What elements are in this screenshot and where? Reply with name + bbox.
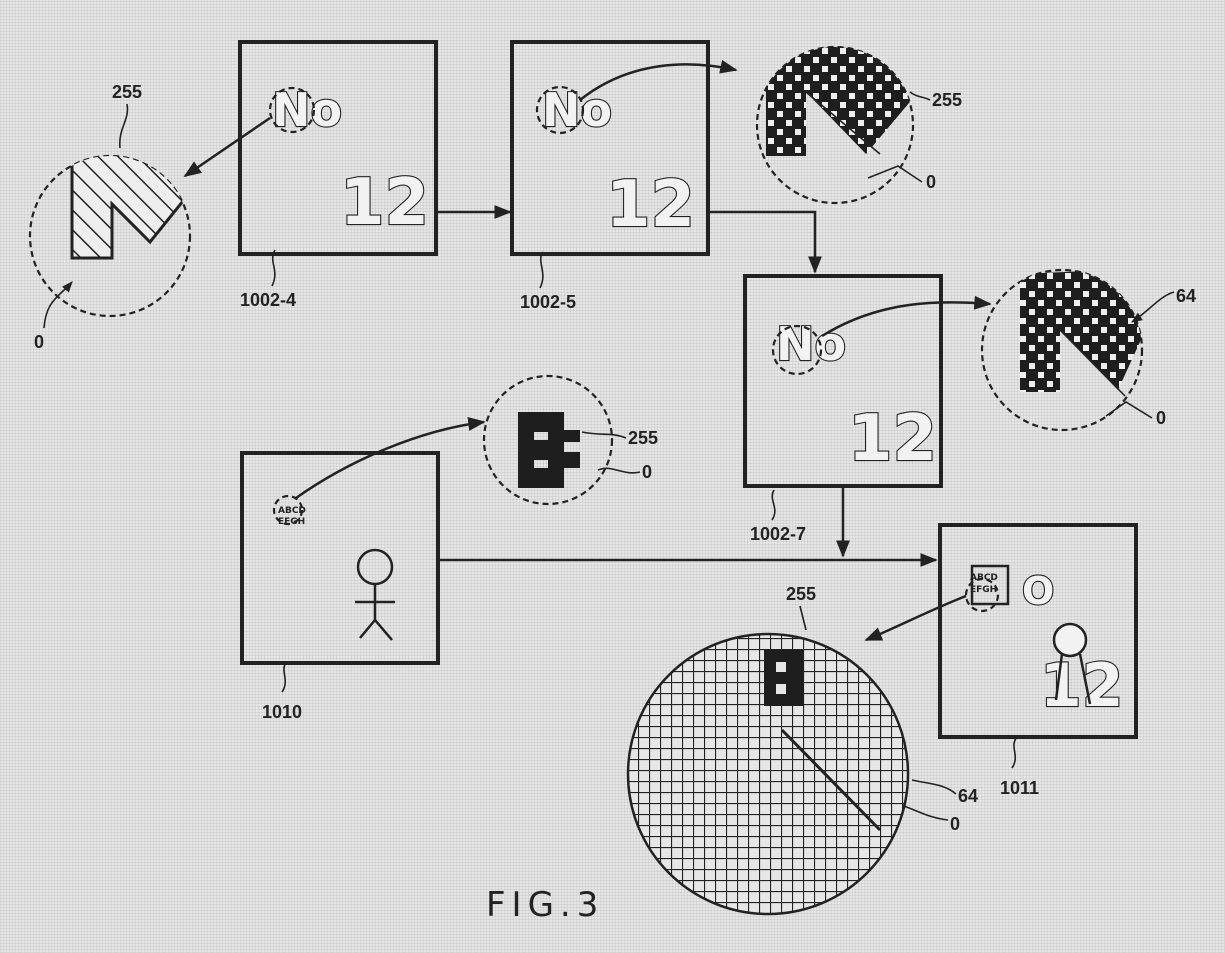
region-highlight — [535, 85, 585, 135]
figure-caption: FIG.3 — [486, 885, 604, 925]
frame-box — [743, 274, 943, 488]
leader-line — [799, 605, 807, 631]
region-highlight — [272, 494, 304, 526]
magnifier-circle — [28, 154, 192, 318]
region-highlight — [964, 577, 1000, 613]
leader-line — [771, 489, 776, 521]
frame-box — [240, 451, 440, 665]
magnifier-circle — [980, 268, 1144, 432]
leader-line — [581, 431, 627, 439]
frame-text-12: 12 — [606, 168, 695, 242]
checker-glyph-n — [1020, 270, 1142, 392]
leader-line — [271, 249, 276, 287]
ref-label: 1010 — [262, 702, 302, 722]
ref-label: 1002-5 — [520, 292, 576, 312]
frame-box — [938, 523, 1138, 739]
ref-label: 1002-4 — [240, 290, 296, 310]
magnified-view-1010: 255 0 — [295, 374, 658, 506]
flow-arrow — [710, 210, 822, 274]
magnifier-circle — [755, 45, 915, 205]
frame-text-12: 12 — [340, 166, 429, 240]
person-figure-icon — [1052, 622, 1092, 705]
leader-line — [281, 661, 287, 693]
leader-line — [911, 779, 957, 795]
text-block-outline — [970, 564, 1010, 606]
value-label-0: 0 — [926, 172, 936, 192]
region-highlight — [771, 324, 823, 376]
value-label-0: 0 — [950, 814, 960, 834]
value-label-0: 0 — [1156, 408, 1166, 428]
frame-text-abcd: ABCD — [970, 573, 998, 583]
frame-text-efgh: EFGH — [278, 517, 305, 527]
leader-line — [867, 165, 923, 183]
leader-line — [1011, 737, 1017, 769]
person-figure-icon — [355, 548, 395, 641]
leader-line — [597, 467, 641, 474]
value-label-64: 64 — [1176, 286, 1196, 306]
frame-1011: ABCD EFGH O 12 1011 — [938, 523, 1138, 798]
ref-label: 1002-7 — [750, 524, 806, 544]
arrow-to-magnifier — [295, 417, 486, 500]
frame-text-o: O — [1022, 569, 1054, 613]
frame-1002-4: No 12 1002-4 — [238, 40, 438, 310]
frame-text-no: No — [272, 83, 342, 137]
frame-1010: ABCD EFGH 1010 — [240, 451, 440, 722]
frame-text-12: 12 — [848, 402, 937, 476]
magnifier-circle — [626, 632, 910, 916]
value-label-0: 0 — [34, 332, 44, 352]
leader-arrow — [43, 281, 73, 329]
frame-box — [238, 40, 438, 256]
ref-label: 1011 — [1000, 778, 1039, 798]
leader-line — [119, 103, 129, 149]
leader-arrow — [1131, 291, 1175, 323]
magnified-view-1002-7: 64 0 — [821, 268, 1196, 432]
value-label-0: 0 — [642, 462, 652, 482]
magnified-view-1002-5: 255 0 — [579, 45, 962, 205]
frame-1002-5: No 12 1002-5 — [510, 40, 710, 312]
arrow-to-magnifier — [821, 295, 992, 338]
arrow-to-magnifier — [579, 59, 738, 101]
hatched-glyph-n — [70, 156, 190, 260]
value-label-255: 255 — [932, 90, 962, 110]
leader-line — [1105, 401, 1153, 419]
arrow-to-magnifier — [183, 116, 271, 178]
leader-line — [909, 91, 931, 101]
arrow-to-magnifier — [864, 594, 967, 642]
frame-1002-7: No 12 1002-7 — [743, 274, 943, 544]
magnifier-circle — [482, 374, 614, 506]
value-label-64: 64 — [958, 786, 978, 806]
magnified-view-1002-4: 255 0 — [28, 82, 271, 352]
magnified-view-1011: 255 64 0 — [626, 584, 978, 916]
checker-glyph-n — [766, 47, 913, 156]
frame-text-no: No — [776, 317, 846, 371]
solid-glyph-b — [518, 412, 580, 488]
frame-text-abcd: ABCD — [278, 506, 306, 516]
frame-box — [510, 40, 710, 256]
leader-line — [539, 251, 544, 289]
value-label-255: 255 — [786, 584, 816, 604]
leader-line — [903, 805, 949, 821]
region-highlight — [268, 86, 316, 134]
solid-glyph-b — [764, 650, 804, 706]
frame-text-efgh: EFGH — [970, 585, 997, 595]
value-label-255: 255 — [628, 428, 658, 448]
frame-text-no: No — [542, 83, 612, 137]
value-label-255: 255 — [112, 82, 142, 102]
